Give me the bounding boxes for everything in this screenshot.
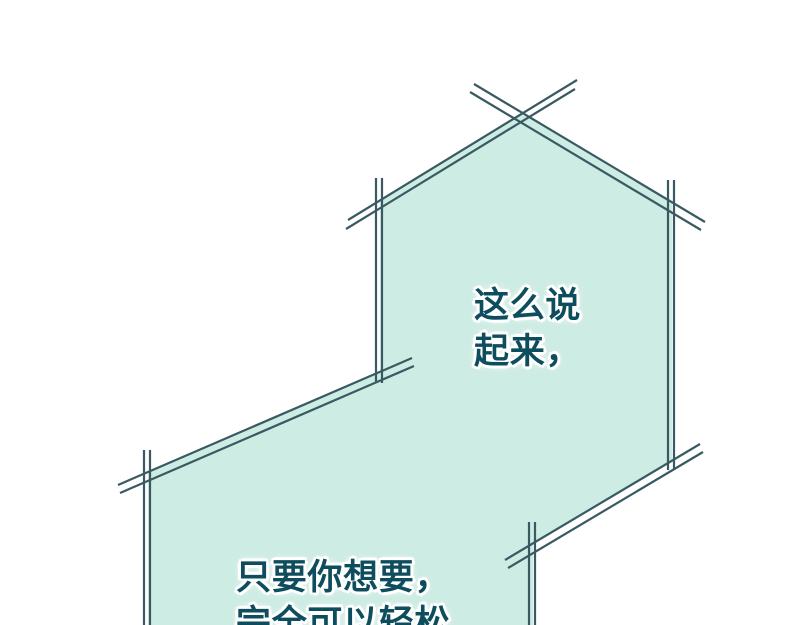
caption-lower: 只要你想要， 完全可以轻松 [236,558,451,625]
edge-roof-left [345,79,578,230]
edge-right-upper [666,180,676,470]
edge-right-lower [527,522,537,625]
edge-diagonal-left [117,356,415,495]
edge-roof-right [469,83,706,231]
caption-upper: 这么说 起来， [474,286,582,371]
edge-diagonal-right [504,443,704,569]
speech-bubble-outline [117,79,706,625]
speech-bubble-fill [148,113,672,625]
edge-left-lower [142,450,152,625]
edge-left-upper [374,178,384,383]
